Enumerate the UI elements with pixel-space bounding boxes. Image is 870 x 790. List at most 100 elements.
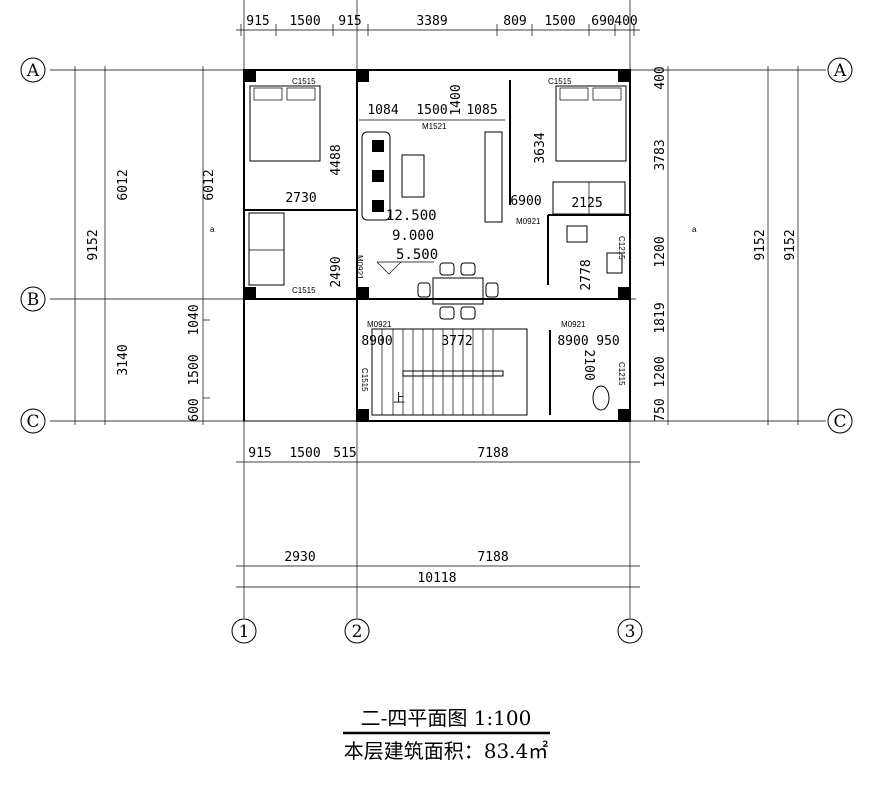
svg-text:915: 915 bbox=[338, 14, 361, 29]
svg-text:C1515: C1515 bbox=[360, 368, 369, 392]
svg-text:1084: 1084 bbox=[367, 103, 398, 118]
bed-right bbox=[555, 85, 627, 162]
stove bbox=[606, 252, 623, 274]
svg-text:1500: 1500 bbox=[544, 14, 575, 29]
toilet bbox=[592, 385, 610, 411]
top-dimension-chain: 915 1500 915 3389 809 1500 690 400 bbox=[236, 14, 640, 36]
kitchen-sink bbox=[566, 225, 588, 243]
svg-text:3634: 3634 bbox=[533, 132, 548, 163]
stair-up-label: 上 bbox=[393, 391, 405, 405]
svg-text:915: 915 bbox=[248, 446, 271, 461]
svg-text:A: A bbox=[833, 61, 847, 81]
svg-text:3783: 3783 bbox=[653, 139, 668, 170]
bottom-dimension-chain: 915 1500 515 7188 2930 7188 10118 bbox=[236, 446, 640, 588]
svg-text:M0921: M0921 bbox=[516, 217, 541, 226]
axis-bubble-A-left: A bbox=[20, 57, 46, 83]
axis-bubble-C-right: C bbox=[827, 408, 853, 434]
svg-text:2930: 2930 bbox=[284, 550, 315, 565]
svg-text:690: 690 bbox=[591, 14, 614, 29]
svg-text:1200: 1200 bbox=[653, 356, 668, 387]
svg-text:10118: 10118 bbox=[417, 571, 456, 586]
floor-area-label: 本层建筑面积：83.4㎡ bbox=[344, 739, 549, 763]
axis-bubble-B-left: B bbox=[20, 286, 46, 312]
wardrobe-left bbox=[248, 212, 285, 286]
opening-labels: C1515 C1515 C1515 M1521 M0921 M0921 M092… bbox=[210, 77, 697, 392]
svg-text:600: 600 bbox=[187, 398, 202, 421]
axis-bubble-3: 3 bbox=[617, 618, 643, 644]
svg-text:a: a bbox=[692, 225, 697, 234]
svg-text:C1515: C1515 bbox=[292, 286, 316, 295]
svg-text:1085: 1085 bbox=[466, 103, 497, 118]
svg-text:A: A bbox=[26, 61, 40, 81]
left-dimension-chain: 9152 6012 6012 3140 6012 1040 1500 600 bbox=[74, 66, 217, 425]
svg-text:C: C bbox=[26, 412, 39, 432]
svg-text:C1515: C1515 bbox=[292, 77, 316, 86]
svg-text:2125: 2125 bbox=[571, 196, 602, 211]
svg-text:3389: 3389 bbox=[416, 14, 447, 29]
axis-bubble-2: 2 bbox=[344, 618, 370, 644]
bed-left bbox=[249, 85, 321, 162]
svg-text:6012: 6012 bbox=[202, 169, 217, 200]
svg-text:9152: 9152 bbox=[783, 229, 798, 260]
svg-text:8900: 8900 bbox=[557, 334, 588, 349]
svg-text:7188: 7188 bbox=[477, 550, 508, 565]
svg-text:6012: 6012 bbox=[116, 169, 131, 200]
interior-dimensions: 1084 1500 1085 1400 4488 2730 3634 2125 … bbox=[285, 84, 619, 380]
svg-text:1: 1 bbox=[239, 622, 250, 642]
svg-text:5.500: 5.500 bbox=[396, 247, 438, 263]
axis-bubble-A-right: A bbox=[827, 57, 853, 83]
staircase: 上 bbox=[371, 328, 528, 416]
svg-text:9.000: 9.000 bbox=[392, 228, 434, 244]
svg-text:2: 2 bbox=[352, 622, 363, 642]
sofa bbox=[361, 131, 391, 221]
svg-text:M0921: M0921 bbox=[561, 320, 586, 329]
walls bbox=[243, 69, 631, 422]
svg-text:1040: 1040 bbox=[187, 304, 202, 335]
wardrobe-right bbox=[552, 181, 626, 215]
svg-text:3772: 3772 bbox=[441, 334, 472, 349]
svg-text:M1521: M1521 bbox=[422, 122, 447, 131]
tv-cabinet bbox=[484, 131, 503, 223]
svg-text:1500: 1500 bbox=[289, 14, 320, 29]
structural-columns bbox=[244, 70, 630, 421]
svg-text:3140: 3140 bbox=[116, 344, 131, 375]
svg-text:12.500: 12.500 bbox=[386, 208, 437, 224]
svg-text:9152: 9152 bbox=[753, 229, 768, 260]
axis-grid-lines bbox=[50, 0, 826, 618]
svg-text:809: 809 bbox=[503, 14, 526, 29]
svg-text:1500: 1500 bbox=[289, 446, 320, 461]
svg-text:1500: 1500 bbox=[416, 103, 447, 118]
svg-text:400: 400 bbox=[614, 14, 637, 29]
svg-text:6900: 6900 bbox=[510, 194, 541, 209]
svg-text:B: B bbox=[27, 290, 40, 310]
svg-text:C1215: C1215 bbox=[617, 236, 626, 260]
svg-text:M0921: M0921 bbox=[367, 320, 392, 329]
axis-bubble-C-left: C bbox=[20, 408, 46, 434]
svg-text:C: C bbox=[833, 412, 846, 432]
svg-text:1400: 1400 bbox=[449, 84, 464, 115]
svg-text:4488: 4488 bbox=[329, 144, 344, 175]
svg-text:1200: 1200 bbox=[653, 236, 668, 267]
svg-text:2490: 2490 bbox=[329, 256, 344, 287]
svg-text:C1515: C1515 bbox=[548, 77, 572, 86]
svg-text:750: 750 bbox=[653, 398, 668, 421]
svg-text:8900: 8900 bbox=[361, 334, 392, 349]
svg-text:2730: 2730 bbox=[285, 191, 316, 206]
svg-text:1819: 1819 bbox=[653, 302, 668, 333]
svg-text:M0921: M0921 bbox=[355, 255, 364, 280]
axis-bubble-1: 1 bbox=[231, 618, 257, 644]
elevation-marker: 12.500 9.000 5.500 bbox=[376, 208, 438, 275]
svg-text:1500: 1500 bbox=[187, 354, 202, 385]
svg-text:915: 915 bbox=[246, 14, 269, 29]
right-dimension-chain: 400 3783 1200 1819 1200 750 9152 9152 bbox=[653, 66, 799, 425]
svg-text:950: 950 bbox=[596, 334, 619, 349]
svg-text:C1215: C1215 bbox=[617, 362, 626, 386]
svg-text:515: 515 bbox=[333, 446, 356, 461]
coffee-table bbox=[401, 154, 425, 198]
svg-text:2100: 2100 bbox=[581, 349, 596, 380]
svg-text:9152: 9152 bbox=[86, 229, 101, 260]
svg-text:a: a bbox=[210, 225, 215, 234]
svg-text:7188: 7188 bbox=[477, 446, 508, 461]
svg-text:400: 400 bbox=[653, 66, 668, 89]
